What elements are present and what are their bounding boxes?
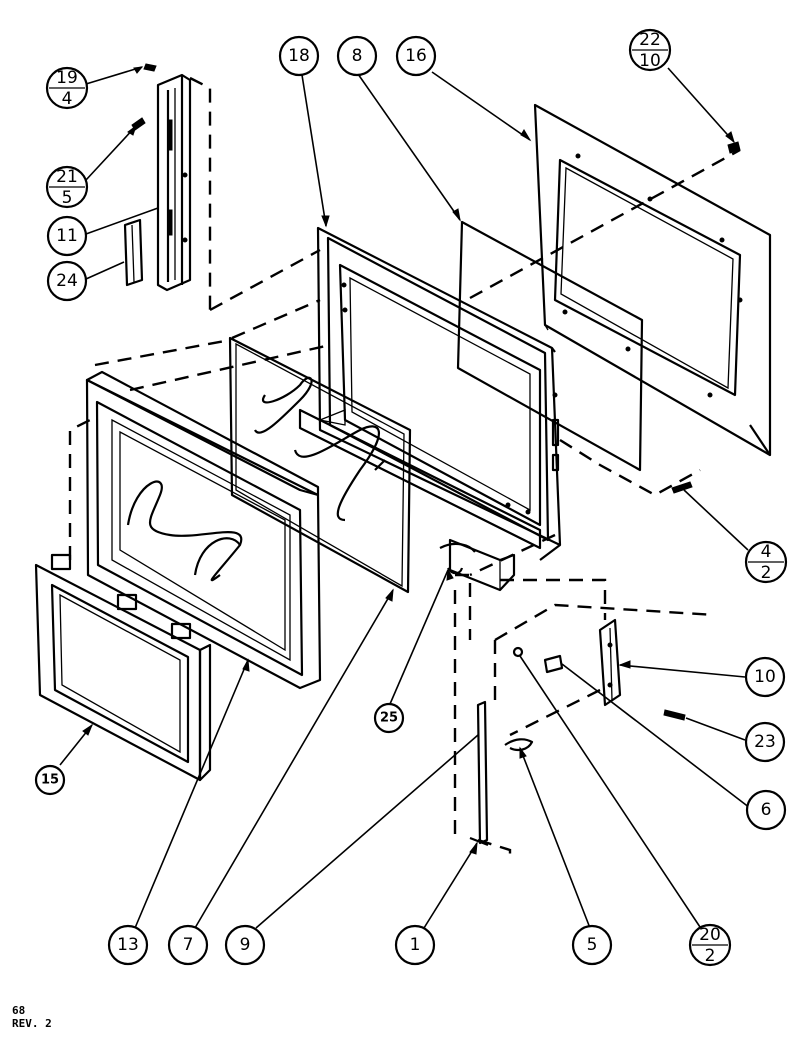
- balloon-4-2-top: 4: [761, 542, 772, 562]
- leader-lines: [59, 66, 751, 929]
- balloon-8-label: 8: [352, 46, 363, 66]
- balloon-23: 23: [744, 721, 786, 763]
- balloon-11: 11: [46, 215, 88, 257]
- back-cover-panel: [533, 103, 772, 457]
- middle-glass-panel: [228, 336, 412, 594]
- balloon-19-4: 19 4: [45, 66, 89, 110]
- balloon-20-2: 20 2: [688, 923, 732, 967]
- balloon-18-label: 18: [288, 46, 310, 66]
- balloon-7-label: 7: [183, 935, 194, 955]
- balloon-24-label: 24: [56, 271, 78, 291]
- main-door-frame: [298, 226, 562, 561]
- balloon-1-label: 1: [410, 935, 421, 955]
- latch-block: [439, 538, 516, 592]
- balloon-20-2-bottom: 2: [705, 946, 716, 966]
- revision-label: REV. 2: [12, 1017, 52, 1030]
- balloon-15: 15: [34, 764, 66, 796]
- balloon-25-label: 25: [380, 711, 398, 726]
- balloon-15-label: 15: [41, 773, 59, 788]
- balloon-13-label: 13: [117, 935, 139, 955]
- balloon-22-10: 22 10: [628, 28, 672, 72]
- balloon-4-2: 4 2: [744, 540, 788, 584]
- balloon-22-10-bottom: 10: [639, 51, 661, 71]
- page-code: 68: [12, 1004, 26, 1017]
- balloon-16-top: 16: [395, 35, 437, 77]
- balloon-8: 8: [336, 35, 378, 77]
- screws-top-left: [131, 63, 157, 131]
- balloon-20-2-top: 20: [699, 925, 721, 945]
- balloon-22-10-top: 22: [639, 30, 661, 50]
- balloon-24: 24: [46, 260, 88, 302]
- balloon-23-label: 23: [754, 732, 776, 752]
- balloon-21-5: 21 5: [45, 165, 89, 209]
- balloon-10: 10: [744, 656, 786, 698]
- hinge-spacer: [123, 218, 144, 287]
- balloon-21-5-bottom: 5: [62, 188, 73, 208]
- balloon-5: 5: [571, 924, 613, 966]
- balloon-11-label: 11: [56, 226, 78, 246]
- balloon-6: 6: [745, 789, 787, 831]
- hinge-bracket: [156, 73, 192, 292]
- balloon-25: 25: [373, 702, 405, 734]
- balloon-5-label: 5: [587, 935, 598, 955]
- balloon-9-label: 9: [240, 935, 251, 955]
- latch-mechanism: [469, 141, 741, 847]
- balloon-9: 9: [224, 924, 266, 966]
- balloon-18: 18: [278, 35, 320, 77]
- outer-door-panel: [34, 553, 212, 782]
- balloon-10-label: 10: [754, 667, 776, 687]
- balloon-19-4-top: 19: [56, 68, 78, 88]
- shield-sheet: [456, 220, 644, 472]
- balloon-21-5-top: 21: [56, 167, 78, 187]
- balloon-1: 1: [394, 924, 436, 966]
- balloon-7: 7: [167, 924, 209, 966]
- balloon-13: 13: [107, 924, 149, 966]
- front-frame: [85, 370, 322, 690]
- balloon-16-top-label: 16: [405, 46, 427, 66]
- balloon-4-2-bottom: 2: [761, 563, 772, 583]
- balloon-6-label: 6: [761, 800, 772, 820]
- balloon-19-4-bottom: 4: [62, 89, 73, 109]
